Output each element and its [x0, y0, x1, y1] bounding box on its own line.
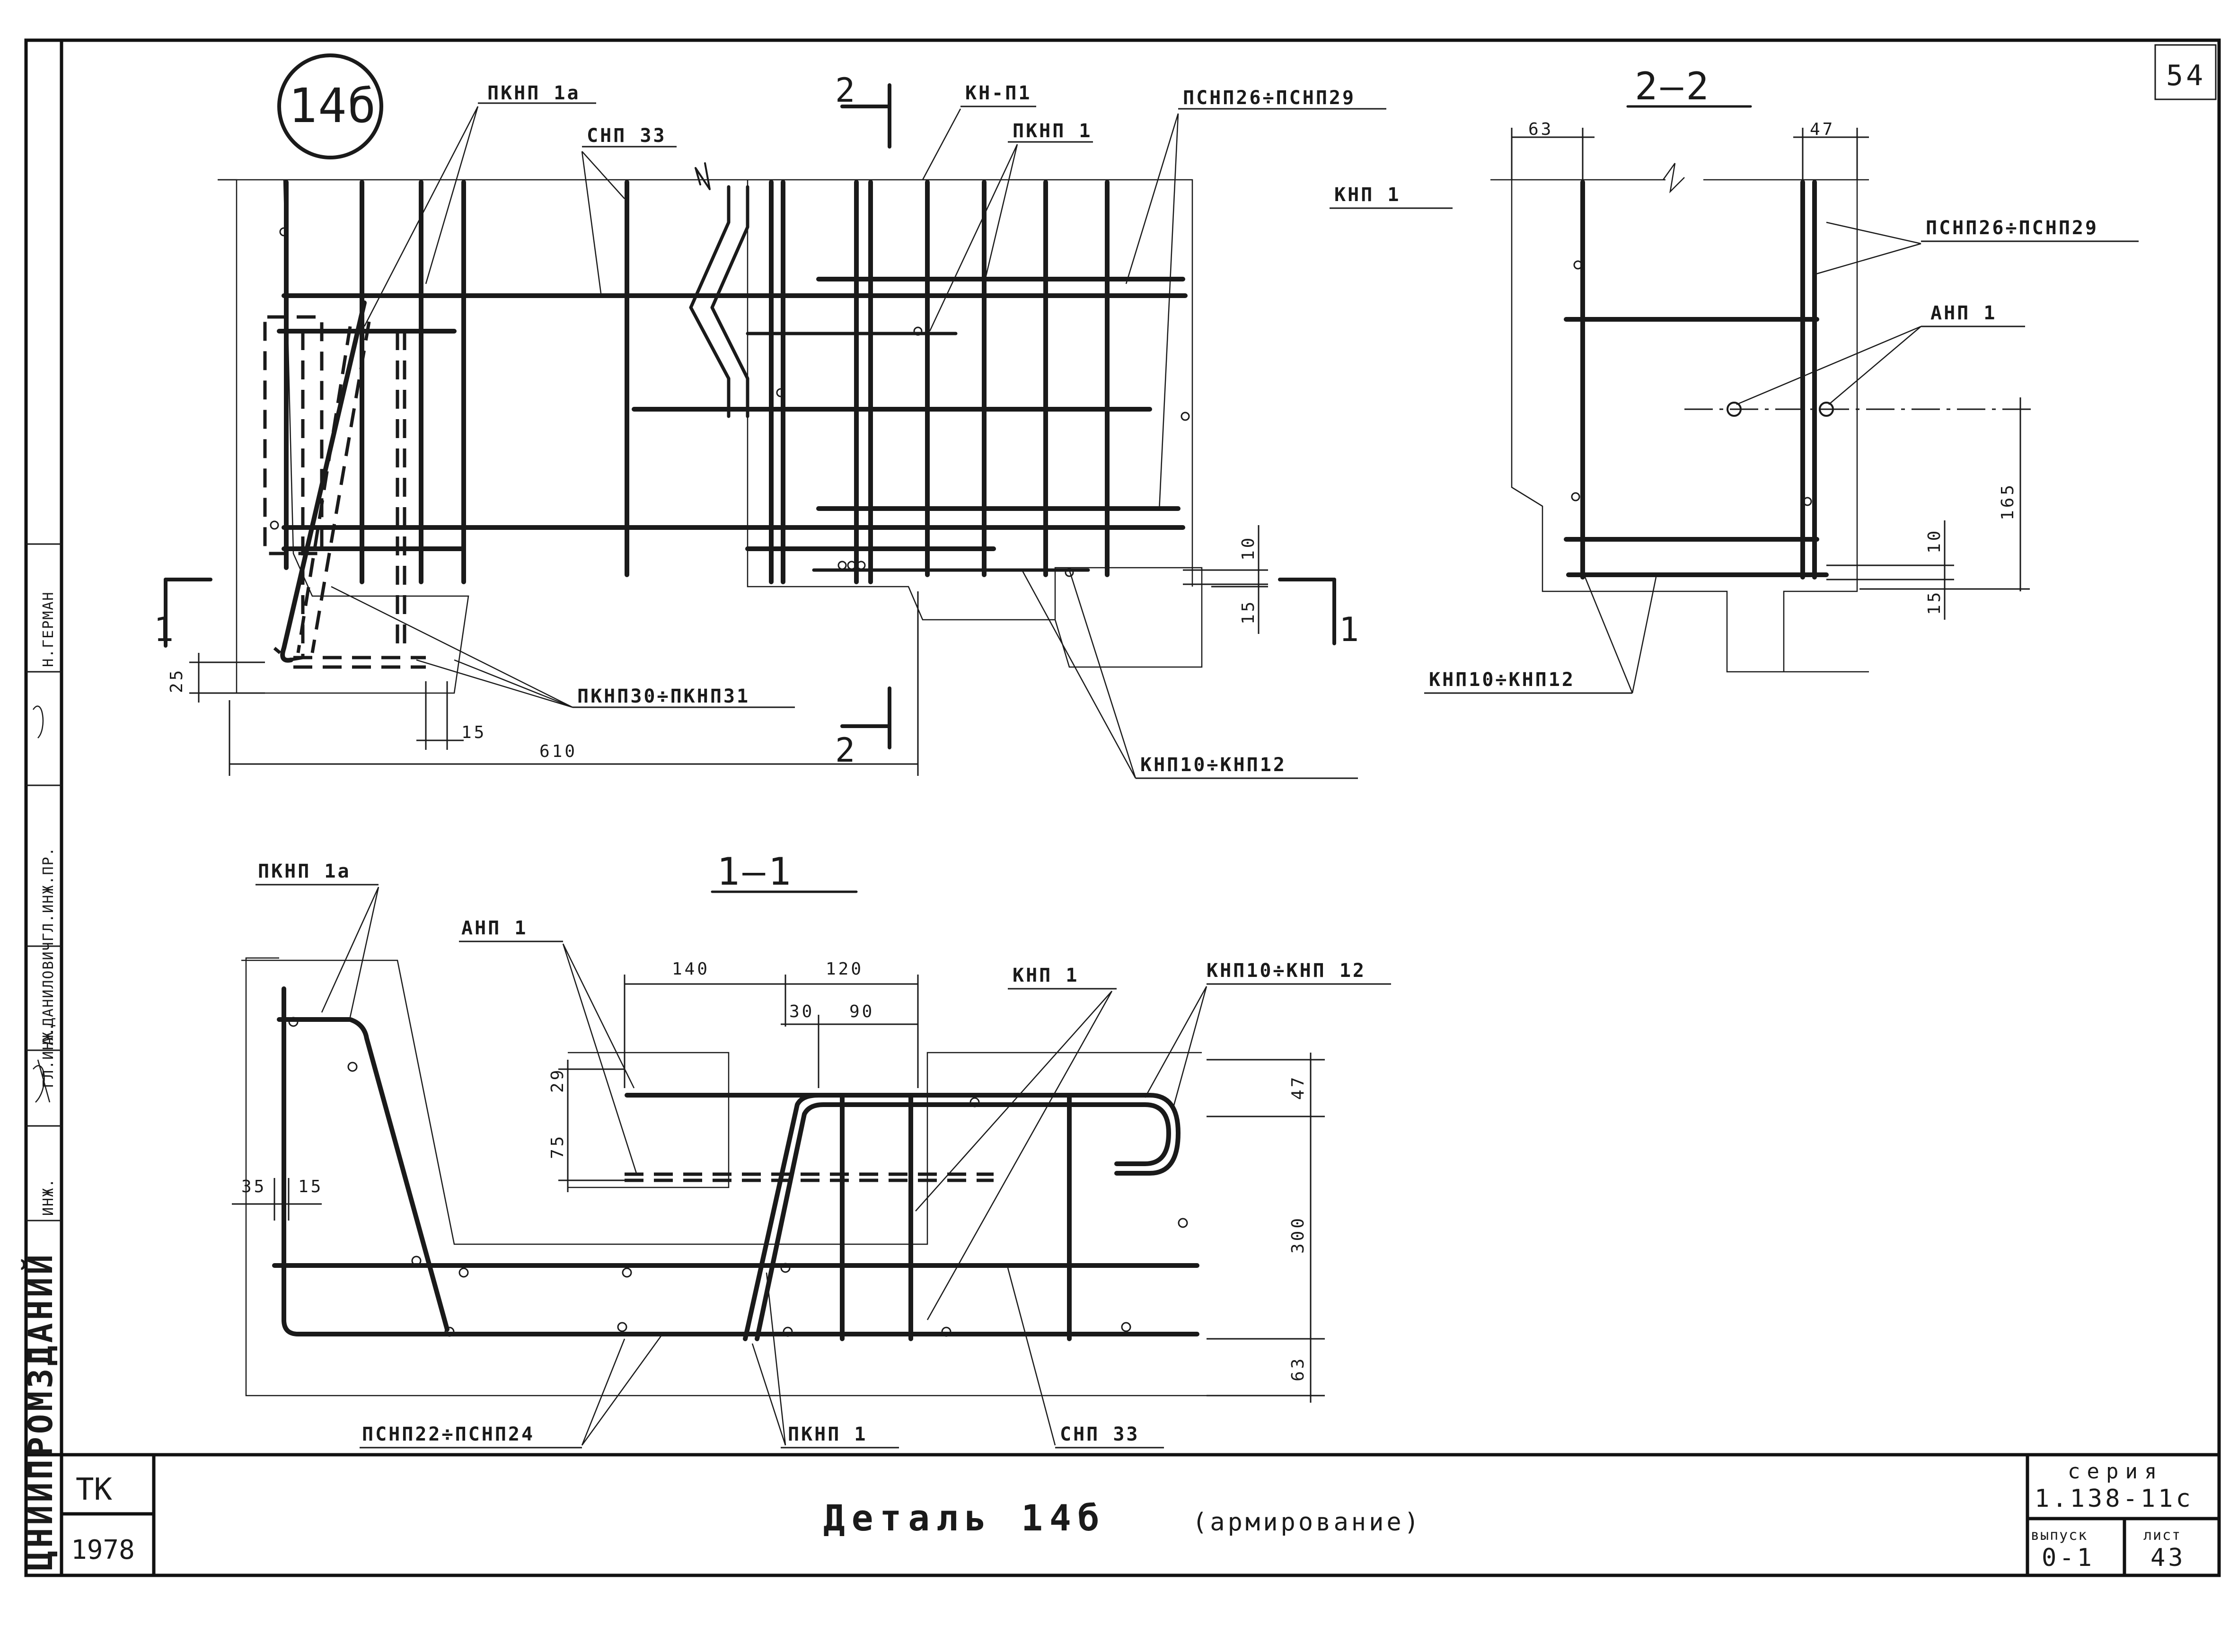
tb-tk: ТК	[76, 1472, 113, 1507]
s11-dim-47: 47	[1288, 1075, 1308, 1100]
s11-dim-29: 29	[548, 1068, 567, 1093]
plan-label-pknp1a: ПКНП 1а	[487, 82, 581, 104]
tb-title-sub: (армирование)	[1192, 1508, 1422, 1537]
plan-dim-10: 10	[1239, 536, 1258, 561]
signature-5: ИНЖ.	[40, 1178, 57, 1216]
s11-dim-90: 90	[849, 1002, 874, 1021]
plan-dim-610: 610	[539, 742, 577, 761]
s11-label-knp1: КНП 1	[1013, 965, 1079, 986]
side-strip: ЦНИИПРОМЗДАНИЙ Н.ГЕРМАН ГЛ.ИНЖ.ПР. А.ДАН…	[21, 591, 60, 1571]
signature-2: ГЛ.ИНЖ.ПР.	[40, 846, 57, 941]
s22-dim-47: 47	[1810, 120, 1835, 139]
s22-dim-10: 10	[1925, 528, 1944, 554]
tb-sheet-label: лист	[2143, 1527, 2181, 1544]
s11-label-knp10-12: КНП10÷КНП 12	[1207, 960, 1366, 982]
tb-year: 1978	[71, 1535, 135, 1565]
title-block: ТК 1978 Деталь 14б (армирование) серия 1…	[71, 1459, 2194, 1572]
s11-dim-300: 300	[1288, 1216, 1308, 1254]
s11-label-snp33: СНП 33	[1060, 1424, 1140, 1445]
s11-dim-63: 63	[1288, 1356, 1308, 1381]
s11-label-pknp1a: ПКНП 1а	[258, 861, 351, 882]
page-number: 54	[2166, 59, 2206, 92]
tb-title-main: Деталь 14б	[823, 1497, 1106, 1539]
sheet-frame	[24, 38, 2221, 1577]
s11-dim-75: 75	[548, 1134, 567, 1159]
s22-dim-15: 15	[1925, 590, 1944, 615]
s22-label-psnp26-29: ПСНП26÷ПСНП29	[1926, 217, 2098, 239]
org-name: ЦНИИПРОМЗДАНИЙ	[21, 1252, 60, 1571]
plan-dim-25: 25	[167, 668, 186, 693]
section-2-2: 2—2 63 47 165 10 15	[1330, 64, 2139, 694]
section-2-2-title: 2—2	[1635, 64, 1712, 108]
plan-label-pknp30-31: ПКНП30÷ПКНП31	[577, 685, 750, 707]
plan-label-psnp26-29: ПСНП26÷ПСНП29	[1183, 87, 1356, 109]
s22-label-knp1: КНП 1	[1334, 184, 1401, 206]
detail-mark: 14б	[289, 78, 377, 133]
section-1-1: 1—1	[232, 850, 1391, 1449]
plan-cut-2-top: 2	[835, 71, 858, 110]
plan-cut-2-bottom: 2	[835, 731, 858, 770]
plan-dim-15b: 15	[1239, 599, 1258, 624]
s11-label-pknp1: ПКНП 1	[788, 1424, 868, 1445]
plan-cut-1-left: 1	[154, 610, 176, 649]
tb-sheet-value: 43	[2150, 1544, 2186, 1572]
signature-3: А.ДАНИЛОВИЧ	[40, 941, 57, 1046]
plan-label-knp10-12: КНП10÷КНП12	[1140, 754, 1286, 776]
tb-series-value: 1.138-11с	[2035, 1485, 2194, 1513]
s22-dim-63: 63	[1528, 120, 1553, 139]
plan-label-pknp1: ПКНП 1	[1013, 120, 1093, 142]
section-1-1-title: 1—1	[717, 850, 794, 894]
s11-dim-30: 30	[789, 1002, 814, 1021]
plan-label-kn-p1: КН-П1	[965, 82, 1031, 104]
tb-issue-value: 0-1	[2042, 1544, 2095, 1572]
plan-label-snp33: СНП 33	[587, 125, 667, 147]
s22-label-anp1: АНП 1	[1930, 302, 1997, 324]
s11-label-anp1: АНП 1	[461, 917, 528, 939]
s11-dim-15: 15	[298, 1177, 323, 1196]
plan-cut-1-right: 1	[1339, 610, 1362, 649]
s11-dim-35: 35	[241, 1177, 266, 1196]
s11-dim-120: 120	[826, 959, 863, 979]
s22-dim-165: 165	[1998, 483, 2018, 520]
s11-label-psnp22-24: ПСНП22÷ПСНП24	[362, 1424, 535, 1445]
signature-1: Н.ГЕРМАН	[40, 591, 57, 668]
plan-dim-15: 15	[461, 723, 486, 742]
s11-dim-140: 140	[672, 959, 710, 979]
plan-view: 610 25 15 10 15 1 1 2 2 ПКНП 1а	[154, 71, 1386, 779]
tb-issue-label: выпуск	[2031, 1527, 2088, 1544]
tb-series-label: серия	[2068, 1459, 2163, 1484]
s22-label-knp10-12: КНП10÷КНП12	[1429, 669, 1575, 691]
